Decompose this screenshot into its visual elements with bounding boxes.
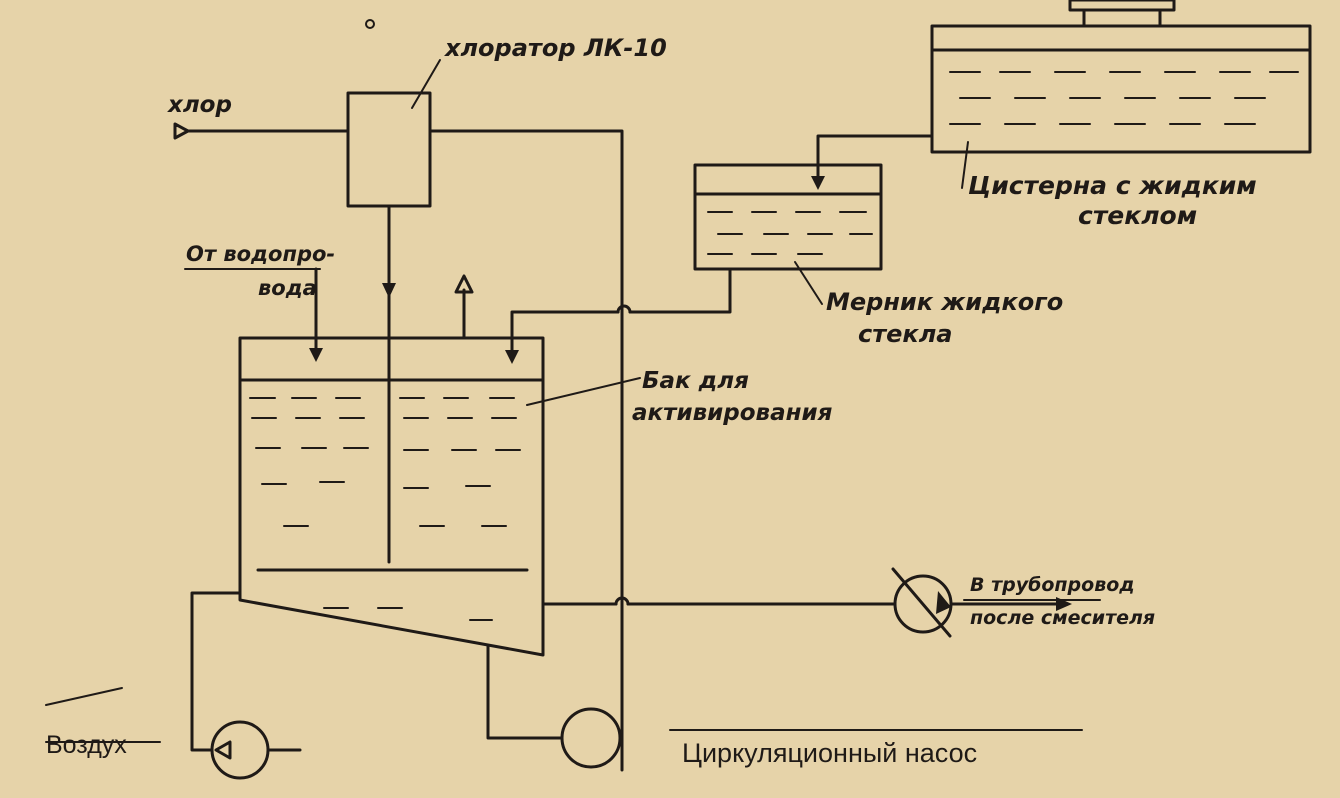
- outlet-label-line2: после смесителя: [970, 607, 1155, 629]
- chlorine-label: хлор: [167, 92, 232, 118]
- water-label-line2: вода: [258, 276, 317, 300]
- activation-label-line2: активирования: [632, 400, 833, 426]
- speck-mark: [365, 19, 375, 29]
- tank-label-line2: стеклом: [1078, 201, 1197, 230]
- air-label: Воздух: [46, 731, 127, 759]
- chlorine-line: [173, 122, 350, 140]
- chlorinator: [346, 59, 624, 772]
- discharge-line: [541, 567, 1101, 638]
- circulation-pump: [486, 644, 1083, 769]
- measure-label-line1: Мерник жидкого: [826, 288, 1063, 316]
- glass-pipe: [505, 267, 732, 364]
- measure-label-line2: стекла: [858, 320, 952, 348]
- pump-label: Циркуляционный насос: [682, 738, 977, 768]
- water-label-line1: От водопро-: [186, 242, 335, 266]
- tank-label-line1: Цистерна с жидким: [968, 171, 1257, 200]
- chlorinator-label: хлоратор ЛК-10: [444, 34, 667, 62]
- measuring-vessel: [693, 163, 883, 305]
- outlet-label-line1: В трубопровод: [970, 574, 1135, 596]
- activation-tank: [238, 336, 641, 657]
- activation-label-line1: Бак для: [642, 368, 749, 394]
- feed-pipe: [811, 134, 934, 190]
- air-line: [45, 591, 302, 780]
- storage-tank: [930, 0, 1312, 189]
- vent: [454, 274, 474, 340]
